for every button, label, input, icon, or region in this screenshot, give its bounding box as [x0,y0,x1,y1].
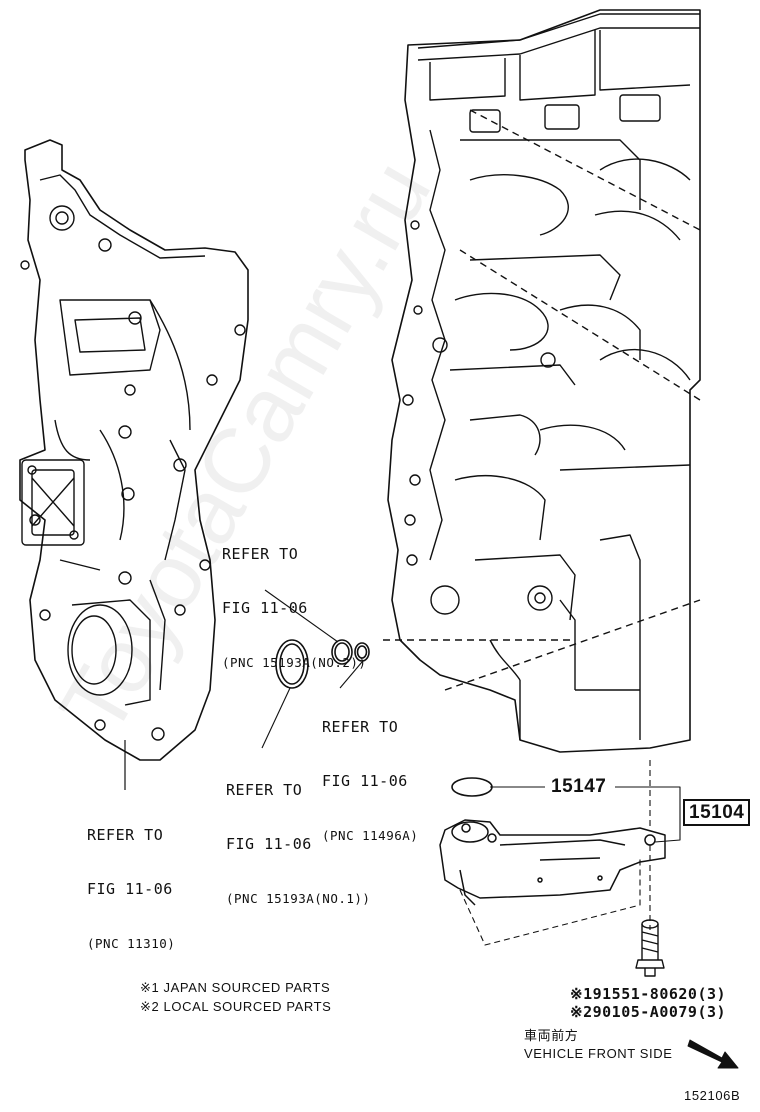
callout-line: REFER TO [222,545,299,563]
bolt-illustration [635,919,665,977]
callout-line: FIG 11-06 [87,880,173,898]
leader-lines [261,589,681,843]
callout-line: REFER TO [226,781,303,799]
figure-code: 152106B [684,1088,741,1103]
timing-chain-cover-illustration [19,139,249,790]
callout-pnc: (PNC 15193A(NO.2)) [222,655,367,670]
note-japan-sourced: ※1 JAPAN SOURCED PARTS [140,980,331,995]
seal-rings [275,639,370,689]
note-local-sourced: ※2 LOCAL SOURCED PARTS [140,999,332,1014]
callout-line: REFER TO [322,718,399,736]
callout-line: FIG 11-06 [322,772,408,790]
direction-label-en: VEHICLE FRONT SIDE [524,1046,673,1061]
callout-pnc: (PNC 11310) [87,936,176,951]
engine-block-illustration [380,9,701,753]
callout-oring: REFER TO FIG 11-06 (PNC 11496A) [322,682,418,881]
callout-cover: REFER TO FIG 11-06 (PNC 11310) [87,790,175,989]
direction-arrow [687,1039,739,1069]
gasket-ring [451,777,493,797]
part-number-oil-pump[interactable]: 15104 [683,799,751,826]
callout-line: REFER TO [87,826,164,844]
part-number-bolt-1[interactable]: ※191551-80620(3) [570,985,727,1003]
callout-pnc: (PNC 15193A(NO.1)) [226,891,371,906]
oil-pump-illustration [439,760,666,946]
callout-seal-no2: REFER TO FIG 11-06 (PNC 15193A(NO.2)) [222,509,366,708]
callout-pnc: (PNC 11496A) [322,828,419,843]
callout-line: FIG 11-06 [222,599,308,617]
callout-line: FIG 11-06 [226,835,312,853]
part-number-bolt-2[interactable]: ※290105-A0079(3) [570,1003,727,1021]
direction-label-jp: 車両前方 [524,1028,579,1043]
callout-seal-no1: REFER TO FIG 11-06 (PNC 15193A(NO.1)) [226,745,370,944]
part-number-gasket[interactable]: 15147 [551,776,607,797]
